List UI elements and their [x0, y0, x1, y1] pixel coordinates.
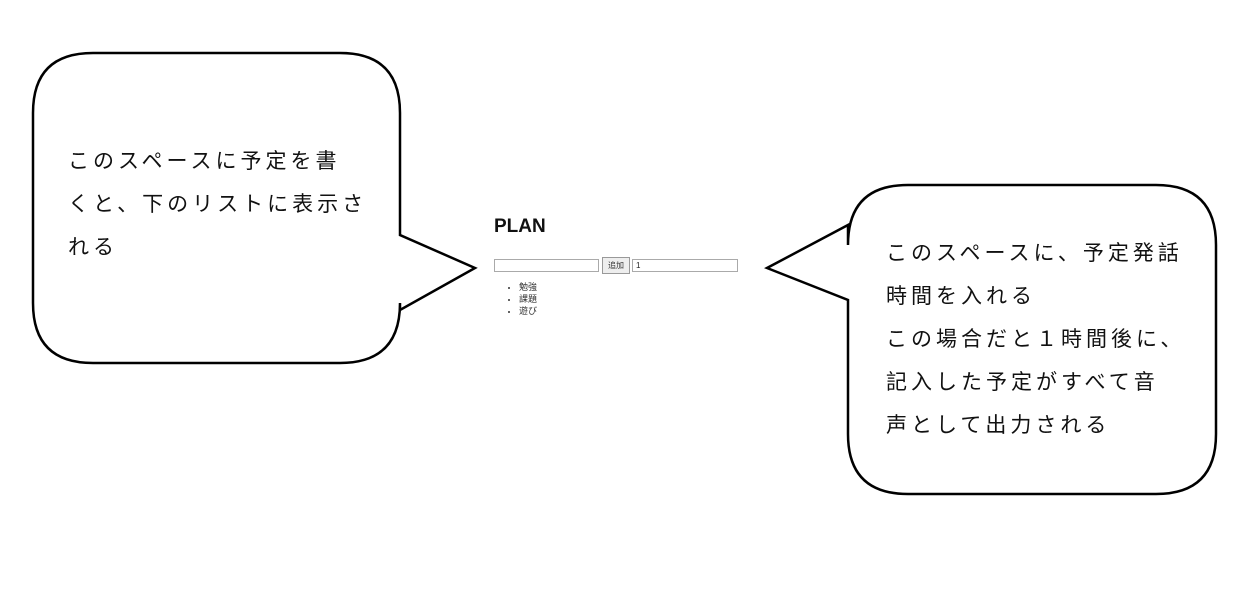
right-callout-bubble — [764, 183, 1218, 496]
time-input[interactable]: 1 — [632, 259, 738, 272]
list-item: 勉強 — [519, 282, 537, 294]
page-title: PLAN — [494, 216, 546, 237]
list-item: 遊び — [519, 306, 537, 318]
callout-line: 時間を入れる — [886, 284, 1036, 308]
callout-line: このスペースに、予定発話 — [886, 241, 1183, 265]
callout-line: くと、下のリストに表示さ — [68, 192, 368, 216]
callout-line: この場合だと１時間後に、 — [886, 327, 1186, 351]
callout-line: れる — [68, 235, 118, 259]
add-button[interactable]: 追加 — [602, 257, 630, 274]
plan-input[interactable] — [494, 259, 599, 272]
callout-line: このスペースに予定を書 — [68, 149, 341, 173]
callout-line: 記入した予定がすべて音 — [886, 370, 1159, 394]
list-item: 課題 — [519, 294, 537, 306]
left-callout-text: このスペースに予定を書 くと、下のリストに表示さ れる — [68, 140, 367, 269]
plan-list: 勉強 課題 遊び — [505, 282, 537, 318]
left-callout-bubble — [31, 51, 478, 365]
right-callout-text: このスペースに、予定発話 時間を入れる この場合だと１時間後に、 記入した予定が… — [886, 232, 1185, 447]
callout-line: 声として出力される — [886, 413, 1111, 437]
